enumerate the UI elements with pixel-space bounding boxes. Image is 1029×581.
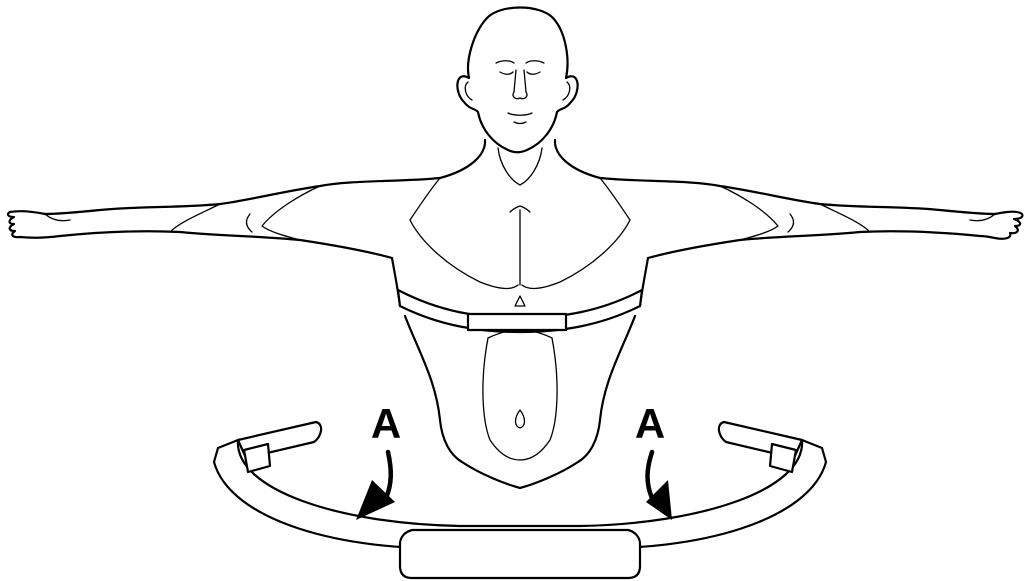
callout-label-right: A	[635, 400, 665, 447]
arrow-right-icon	[646, 452, 672, 520]
neck	[440, 140, 600, 185]
left-hand	[8, 211, 70, 237]
chest-strap	[214, 422, 826, 578]
head	[457, 8, 577, 153]
callout-label-left: A	[371, 400, 401, 447]
arrow-left-icon	[356, 452, 395, 520]
